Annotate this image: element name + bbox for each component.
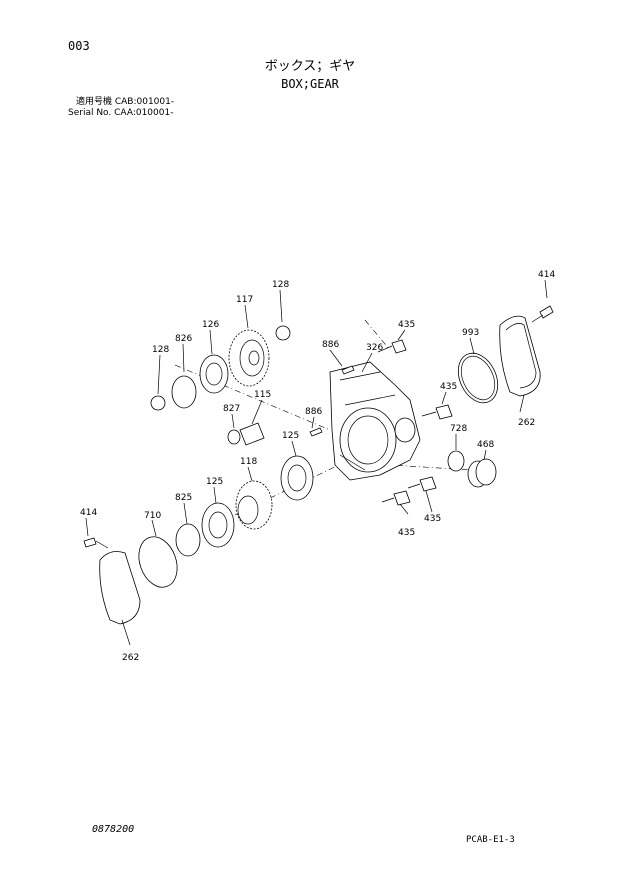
callout-326: 326 [366, 343, 383, 353]
oring-710 [138, 536, 178, 588]
pin-886-mid [309, 427, 323, 437]
callout-435-low2: 435 [398, 528, 415, 538]
callout-128-left: 128 [152, 345, 169, 355]
bearing-125-low [201, 502, 235, 548]
callout-728: 728 [450, 424, 467, 434]
callout-117: 117 [236, 295, 253, 305]
snap-ring-825 [175, 523, 201, 557]
callout-125-mid: 125 [282, 431, 299, 441]
oring-993 [457, 352, 499, 404]
snap-ring-826 [171, 375, 197, 409]
pin-115 [239, 422, 265, 446]
gear-117 [228, 329, 270, 387]
cover-262-right [499, 315, 541, 397]
callout-886-mid: 886 [305, 407, 322, 417]
bolt-435-low [407, 476, 437, 492]
callout-435-top: 435 [398, 320, 415, 330]
oring-728 [447, 450, 465, 472]
callout-886-top: 886 [322, 340, 339, 350]
callout-125-low: 125 [206, 477, 223, 487]
callout-128-top: 128 [272, 280, 289, 290]
callout-435-mid: 435 [440, 382, 457, 392]
bolt-414-left [83, 537, 109, 549]
callout-126: 126 [202, 320, 219, 330]
cover-262-left [99, 551, 141, 625]
pin-886-top [341, 365, 355, 375]
title-japanese: ボックス；ギヤ [264, 59, 356, 74]
title-english: BOX;GEAR [281, 77, 339, 91]
bolt-435-low2 [381, 490, 411, 506]
oring-827 [227, 429, 241, 445]
callout-435-low: 435 [424, 514, 441, 524]
bolt-435-mid [421, 404, 453, 420]
callout-468: 468 [477, 440, 494, 450]
page-number: 003 [68, 39, 90, 53]
callout-827: 827 [223, 404, 240, 414]
snap-ring-128-left [150, 395, 166, 411]
callout-115: 115 [254, 390, 271, 400]
bolt-435-top [377, 339, 407, 354]
callout-118: 118 [240, 457, 257, 467]
document-number: 0878200 [92, 824, 135, 835]
snap-ring-128-top [275, 325, 291, 341]
callout-414-top: 414 [538, 270, 555, 280]
plug-468 [467, 458, 497, 488]
serial-number-line: Serial No. CAA:010001- [68, 108, 174, 118]
bearing-125-mid [280, 455, 314, 501]
callout-262-right: 262 [518, 418, 535, 428]
axis-line-right [344, 461, 471, 471]
serial-applicable-line: 適用号機 CAB:001001- [76, 97, 175, 107]
callout-262-left: 262 [122, 653, 139, 663]
callout-825: 825 [175, 493, 192, 503]
gear-box-housing-326 [329, 361, 421, 481]
bolt-414-top [531, 305, 554, 323]
page-code: PCAB-E1-3 [466, 835, 515, 845]
gear-118 [235, 480, 273, 530]
callout-414-left: 414 [80, 508, 97, 518]
bearing-126 [199, 354, 229, 394]
callout-993: 993 [462, 328, 479, 338]
callout-826: 826 [175, 334, 192, 344]
callout-710: 710 [144, 511, 161, 521]
